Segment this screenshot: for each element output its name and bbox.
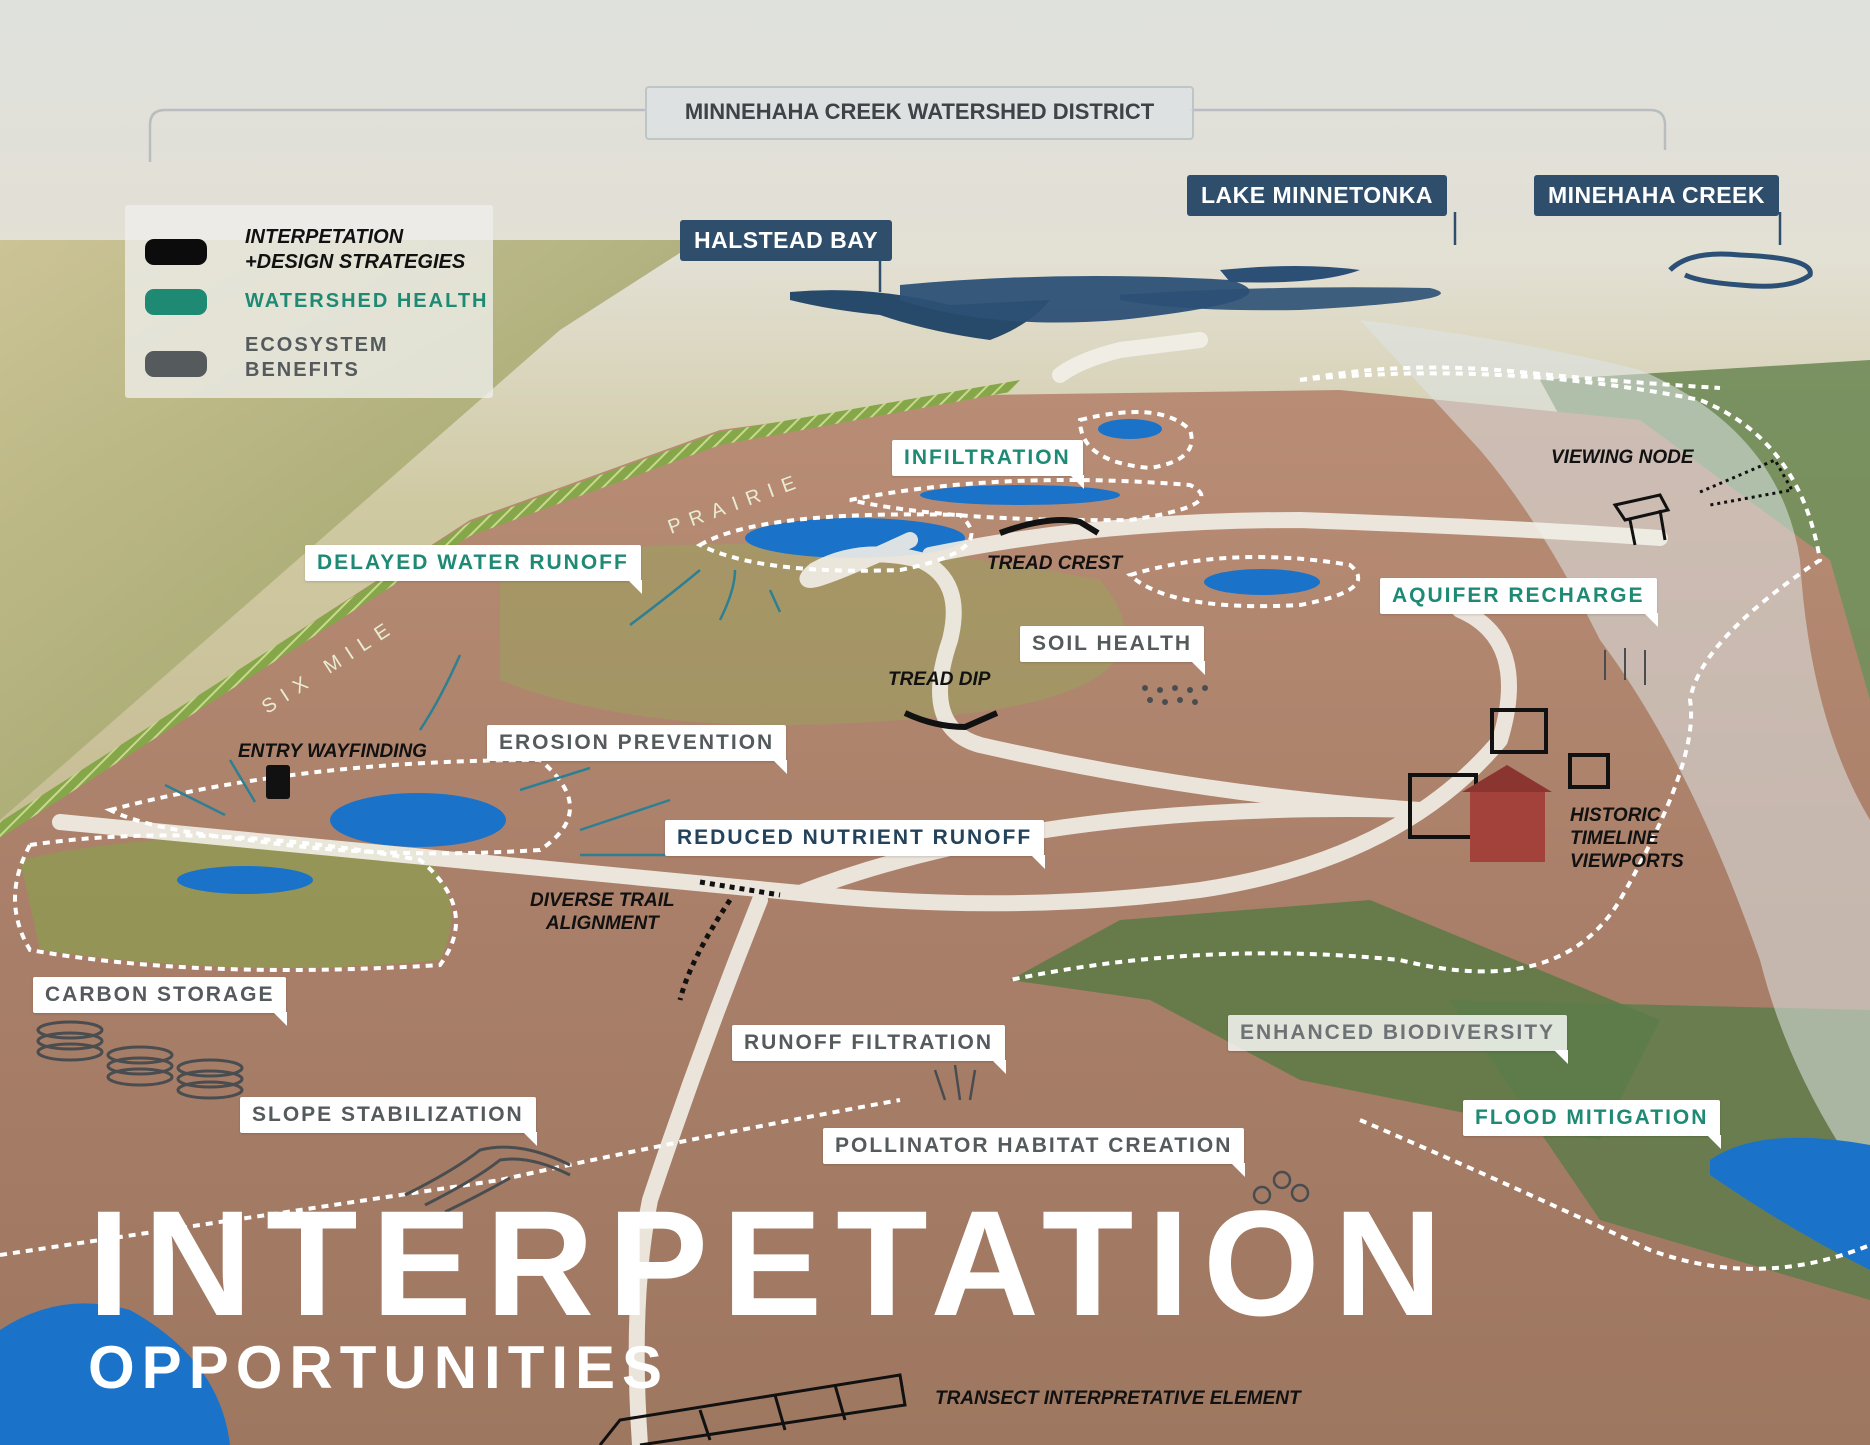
legend-swatch-green [145, 289, 207, 315]
district-bracket [148, 108, 1667, 162]
slope-stabilization-icon [404, 1145, 571, 1214]
legend-swatch-black [145, 239, 207, 265]
pond-1 [1098, 419, 1162, 439]
strategy-viewing-node: VIEWING NODE [1551, 447, 1694, 468]
trail-alignment-mark [677, 879, 781, 1001]
label-soil-health: SOIL HEALTH [1020, 626, 1206, 675]
legend-label-ecosystem: ECOSYSTEM BENEFITS [245, 334, 389, 381]
legend: INTERPETATION +DESIGN STRATEGIES WATERSH… [125, 205, 493, 398]
legend-label-strategies: INTERPETATION +DESIGN STRATEGIES [245, 226, 466, 273]
strategy-entry-wayfinding: ENTRY WAYFINDING [238, 741, 427, 762]
legend-swatch-gray [145, 351, 207, 377]
runoff-filtration-icon [933, 1064, 977, 1101]
pond-5 [330, 793, 506, 847]
tread-dip-mark [903, 710, 999, 731]
strategy-transect-element: TRANSECT INTERPRETATIVE ELEMENT [935, 1388, 1301, 1409]
lower-right-forest [1450, 1000, 1870, 1300]
lake-water [900, 276, 1250, 323]
aquifer-recharge-icon [1604, 648, 1646, 685]
label-reduced-nutrient-runoff: REDUCED NUTRIENT RUNOFF [665, 820, 1046, 869]
lake-water-3 [1220, 266, 1360, 283]
label-pollinator-habitat-creation: POLLINATOR HABITAT CREATION [823, 1128, 1246, 1177]
lake-minnetonka-tag: LAKE MINNETONKA [1187, 175, 1447, 216]
lake-water-2 [1120, 287, 1441, 311]
creek-overlay [1360, 320, 1870, 1190]
barn [1462, 765, 1552, 862]
label-enhanced-biodiversity: ENHANCED BIODIVERSITY [1228, 1015, 1569, 1064]
zone-outlines [0, 365, 1870, 1271]
label-carbon-storage: CARBON STORAGE [33, 977, 288, 1026]
transect-element [598, 1373, 907, 1445]
halstead-bay-water [790, 290, 1050, 340]
swale-left [20, 837, 452, 968]
soil-health-icon [1142, 685, 1208, 705]
label-aquifer-recharge: AQUIFER RECHARGE [1380, 578, 1658, 627]
label-erosion-prevention: EROSION PREVENTION [487, 725, 788, 774]
carbon-storage-icon [36, 1020, 244, 1100]
pollinator-icon [1252, 1170, 1310, 1205]
flow-arrows [164, 569, 782, 857]
label-flood-mitigation: FLOOD MITIGATION [1463, 1100, 1722, 1149]
wayfinding-sign [266, 765, 290, 799]
halstead-bay-tag: HALSTEAD BAY [680, 220, 893, 261]
viewing-node-cone [1699, 458, 1795, 507]
pond-6 [177, 866, 313, 894]
label-infiltration: INFILTRATION [892, 440, 1084, 489]
strategy-tread-crest: TREAD CREST [987, 553, 1123, 574]
corner-water [0, 1303, 230, 1445]
minehaha-creek-tag: MINEHAHA CREEK [1534, 175, 1779, 216]
strategy-tread-dip: TREAD DIP [888, 669, 991, 690]
strategy-historic-timeline-viewports: HISTORIC TIMELINE VIEWPORTS [1570, 805, 1684, 872]
green-meadow [500, 544, 1125, 725]
label-delayed-water-runoff: DELAYED WATER RUNOFF [305, 545, 642, 594]
pond-2 [920, 485, 1120, 505]
tread-crest-mark [998, 517, 1100, 536]
strategy-diverse-trail-alignment: DIVERSE TRAIL ALIGNMENT [530, 890, 675, 934]
label-slope-stabilization: SLOPE STABILIZATION [240, 1097, 537, 1146]
viewing-node-structure [1612, 493, 1671, 546]
flood-water [1710, 1137, 1870, 1270]
creek-meander [1668, 251, 1813, 289]
pond-4 [1204, 569, 1320, 595]
district-title: MINNEHAHA CREEK WATERSHED DISTRICT [645, 86, 1194, 140]
trail [52, 332, 1668, 1445]
legend-label-watershed: WATERSHED HEALTH [245, 290, 489, 312]
page-title: INTERPETATION [88, 1179, 1457, 1347]
page-subtitle: OPPORTUNITIES [88, 1334, 670, 1401]
label-runoff-filtration: RUNOFF FILTRATION [732, 1025, 1007, 1074]
